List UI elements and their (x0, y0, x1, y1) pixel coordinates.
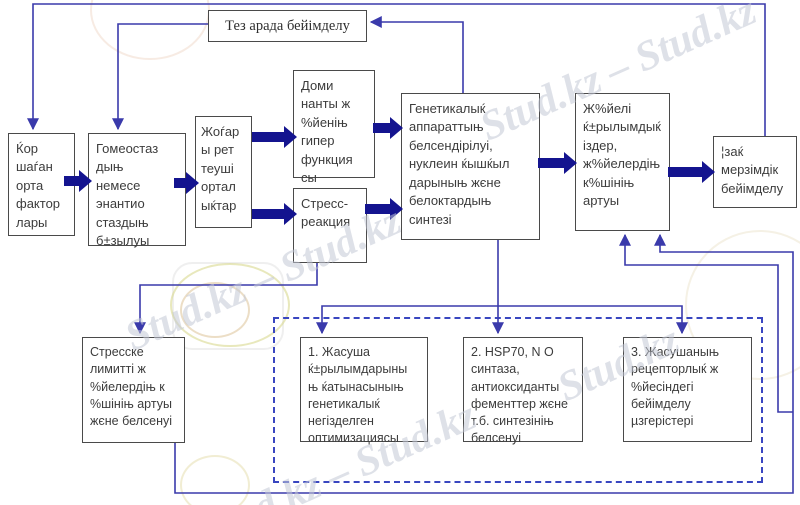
rapid-adaptation-box: Тез арада бейімделу (208, 10, 367, 42)
logo-arc-bottom (180, 455, 250, 505)
block-arrow-systemic-to-longterm (668, 161, 715, 183)
higher-regulatory-centers-box: Жоѓар ы рет теуші ортал ыќтар (195, 116, 252, 228)
block-arrow-regulator-to-dominant (252, 126, 297, 148)
mechanism-3-receptor-box: 3. Жасушаныњ рецепторлыќ ж %йесіндегі бе… (623, 337, 752, 442)
mechanism-2-hsp70-box: 2. HSP70, N O синтаза, антиоксиданты фем… (463, 337, 583, 445)
block-arrow-regulator-to-stress (252, 203, 297, 225)
block-arrow-dominant-to-genetic (373, 117, 403, 139)
logo-rounded-square (172, 262, 284, 350)
stress-limiting-systems-box: Стресске лимитті ж %йелердіњ к %шініњ ар… (82, 337, 185, 443)
rapid-to-homeostasis-line (112, 23, 208, 131)
long-term-adaptation-box: ¦заќ мерзімдік бейімделу (713, 136, 797, 208)
logo-arc-top-left (90, 0, 210, 60)
dominant-system-hyperfunction-box: Доми нанты ж %йеніњ гипер функция сы (293, 70, 375, 185)
mechanism-1-optimization-box: 1. Жасуша ќ±рылымдарыны њ ќатынасыныњ ге… (300, 337, 428, 445)
homeostasis-disruption-box: Гомеостаз дыњ немесе энантио стаздыњ б±з… (88, 133, 186, 248)
logo-swirl-inner (180, 282, 250, 338)
block-arrow-genetic-to-systemic (538, 152, 577, 174)
stress-reaction-box: Стресс- реакция (293, 188, 367, 263)
genetic-to-rapid-line (369, 15, 464, 93)
genetic-apparatus-activation-box: Генетикалыќ аппараттыњ белсендірілуі, ну… (401, 93, 540, 240)
environment-factors-box: Ќор шаѓан орта фактор лары (8, 133, 75, 236)
systemic-structural-traces-box: Ж%йелі ќ±рылымдыќ іздер, ж%йелердіњ к%ші… (575, 93, 670, 231)
block-arrow-stress-to-genetic (365, 198, 403, 220)
logo-swirl-ellipse (170, 263, 290, 347)
